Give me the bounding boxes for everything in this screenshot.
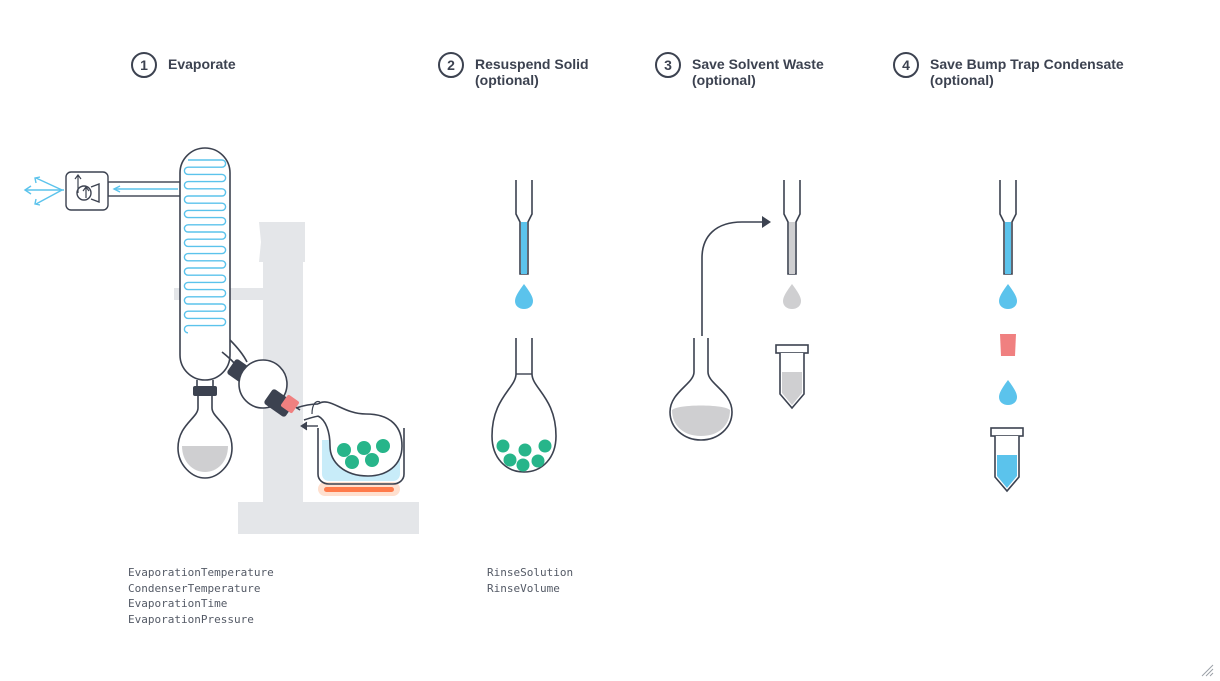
step-subtitle: (optional) (930, 72, 994, 88)
droplet-icon (783, 284, 801, 309)
condenser-coil-icon (179, 147, 231, 381)
bump-trap (221, 339, 301, 417)
step-title: Save Bump Trap Condensate (optional) (930, 52, 1124, 88)
parameter-label: CondenserTemperature (128, 581, 261, 595)
step-number: 4 (893, 52, 919, 78)
step-number: 2 (438, 52, 464, 78)
curved-arrow-head (762, 216, 771, 228)
collection-tube-icon (990, 427, 1024, 493)
pipette-icon (999, 180, 1017, 275)
collection-tube-icon (775, 344, 809, 410)
step-title-text: Save Bump Trap Condensate (930, 56, 1124, 72)
solvent-waste-illustration (669, 180, 809, 441)
pipette-icon (783, 180, 801, 275)
resize-grip-icon[interactable] (1200, 663, 1214, 677)
vacuum-line (107, 181, 184, 197)
step-save-bump-trap-condensate: 4 Save Bump Trap Condensate (optional) (893, 52, 1124, 88)
droplet-icon (999, 284, 1017, 309)
droplet-icon (999, 380, 1017, 405)
parameter-label: EvaporationPressure (128, 612, 254, 626)
step-number: 1 (131, 52, 157, 78)
parameter-label: EvaporationTemperature (128, 566, 274, 579)
step-evaporate: 1 Evaporate (131, 52, 236, 78)
evaporate-parameters: EvaporationTemperature CondenserTemperat… (128, 565, 274, 627)
receiving-flask (177, 380, 233, 479)
pipette-icon (515, 180, 533, 275)
curved-arrow-icon (701, 221, 764, 336)
step-title-text: Resuspend Solid (475, 56, 589, 72)
exhaust-arrows-icon (23, 176, 64, 206)
resuspend-parameters: RinseSolution RinseVolume (487, 565, 573, 596)
step-save-solvent-waste: 3 Save Solvent Waste (optional) (655, 52, 824, 88)
parameter-label: EvaporationTime (128, 597, 228, 610)
bump-trap-plug-icon (1000, 334, 1016, 356)
parameter-label: RinseSolution (487, 566, 574, 579)
resuspend-illustration (491, 180, 557, 473)
step-title: Evaporate (168, 52, 236, 72)
droplet-icon (515, 284, 533, 309)
step-number: 3 (655, 52, 681, 78)
step-title-text: Evaporate (168, 56, 236, 72)
round-bottom-flask-icon (669, 338, 733, 441)
step-subtitle: (optional) (692, 72, 756, 88)
round-bottom-flask-icon (317, 401, 403, 477)
vacuum-pump-icon (65, 171, 109, 211)
rotary-evaporator (23, 147, 419, 534)
solid-beads (337, 439, 390, 469)
parameter-label: RinseVolume (487, 581, 560, 595)
step-title: Save Solvent Waste (optional) (692, 52, 824, 88)
step-title: Resuspend Solid (optional) (475, 52, 589, 88)
step-subtitle: (optional) (475, 72, 539, 88)
step-title-text: Save Solvent Waste (692, 56, 824, 72)
round-bottom-flask-icon (491, 338, 557, 473)
step-resuspend-solid: 2 Resuspend Solid (optional) (438, 52, 589, 88)
bump-trap-condensate-illustration (990, 180, 1024, 493)
